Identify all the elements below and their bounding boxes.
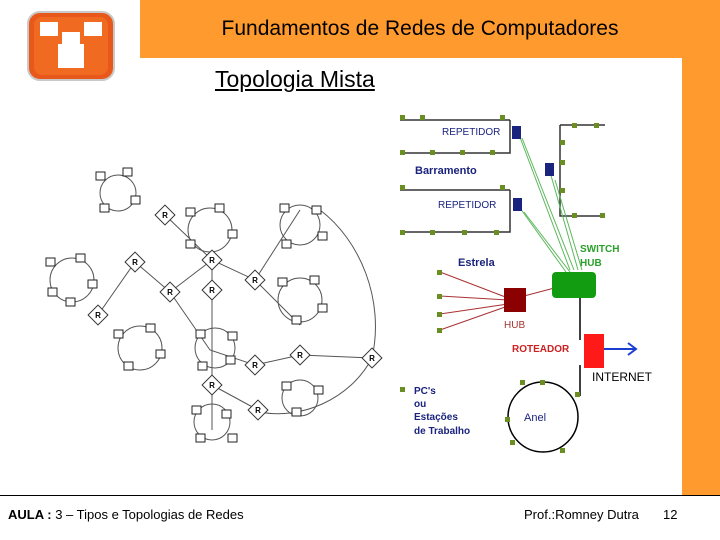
slide-title: Fundamentos de Redes de Computadores xyxy=(221,17,619,40)
svg-text:R: R xyxy=(297,351,303,360)
svg-text:R: R xyxy=(162,211,168,220)
diagram-labels: REPETIDOR Barramento REPETIDOR Estrela S… xyxy=(414,127,653,437)
page-number: 12 xyxy=(663,507,678,522)
hub-device xyxy=(504,288,526,312)
repeater-icons xyxy=(512,126,554,211)
svg-text:R: R xyxy=(95,311,101,320)
label-barramento: Barramento xyxy=(415,165,477,177)
switch-device xyxy=(552,272,596,298)
label-internet: INTERNET xyxy=(592,370,653,384)
svg-text:R: R xyxy=(369,354,375,363)
building-blocks-logo-icon xyxy=(27,11,115,81)
ring-stations xyxy=(505,380,580,453)
label-pcs-1: PC's xyxy=(414,386,436,397)
svg-text:R: R xyxy=(209,286,215,295)
internet-arrow-icon xyxy=(604,342,638,356)
router-device xyxy=(584,334,604,368)
footer-course: AULA : 3 – Tipos e Topologias de Redes xyxy=(8,507,244,522)
header-band xyxy=(140,0,720,58)
router-markers xyxy=(87,204,383,421)
label-switch-hub: HUB xyxy=(580,258,602,269)
router-letters: R R R R R R R R R R R R xyxy=(95,211,375,415)
label-pcs-3: Estações xyxy=(414,412,458,423)
svg-text:R: R xyxy=(167,288,173,297)
label-hub: HUB xyxy=(504,320,525,331)
svg-text:R: R xyxy=(132,258,138,267)
label-anel: Anel xyxy=(524,412,546,424)
svg-text:R: R xyxy=(252,361,258,370)
footer-course-text: 3 – Tipos e Topologias de Redes xyxy=(55,507,244,522)
footer-professor: Prof.:Romney Dutra xyxy=(524,507,639,522)
label-pcs-4: de Trabalho xyxy=(414,426,470,437)
slide-subtitle: Topologia Mista xyxy=(215,66,375,92)
svg-text:R: R xyxy=(252,276,258,285)
footer-divider xyxy=(0,495,720,496)
bus-lines xyxy=(400,119,605,233)
side-band xyxy=(682,58,720,495)
label-pcs-2: ou xyxy=(414,399,426,410)
bus-stations xyxy=(400,115,605,392)
label-repetidor-1: REPETIDOR xyxy=(442,127,500,138)
label-estrela: Estrela xyxy=(458,257,496,269)
svg-text:R: R xyxy=(209,256,215,265)
mesh-connections xyxy=(97,209,376,430)
svg-text:R: R xyxy=(255,406,261,415)
svg-text:R: R xyxy=(209,381,215,390)
workstation-icons xyxy=(45,167,328,443)
mixed-topology-diagram: R R R R R R R R R R R R xyxy=(45,115,653,453)
label-switch: SWITCH xyxy=(580,244,619,255)
label-roteador: ROTEADOR xyxy=(512,344,570,355)
label-repetidor-2: REPETIDOR xyxy=(438,200,496,211)
hub-links xyxy=(439,271,563,331)
switch-links xyxy=(517,131,583,273)
footer-course-label: AULA : xyxy=(8,507,52,522)
